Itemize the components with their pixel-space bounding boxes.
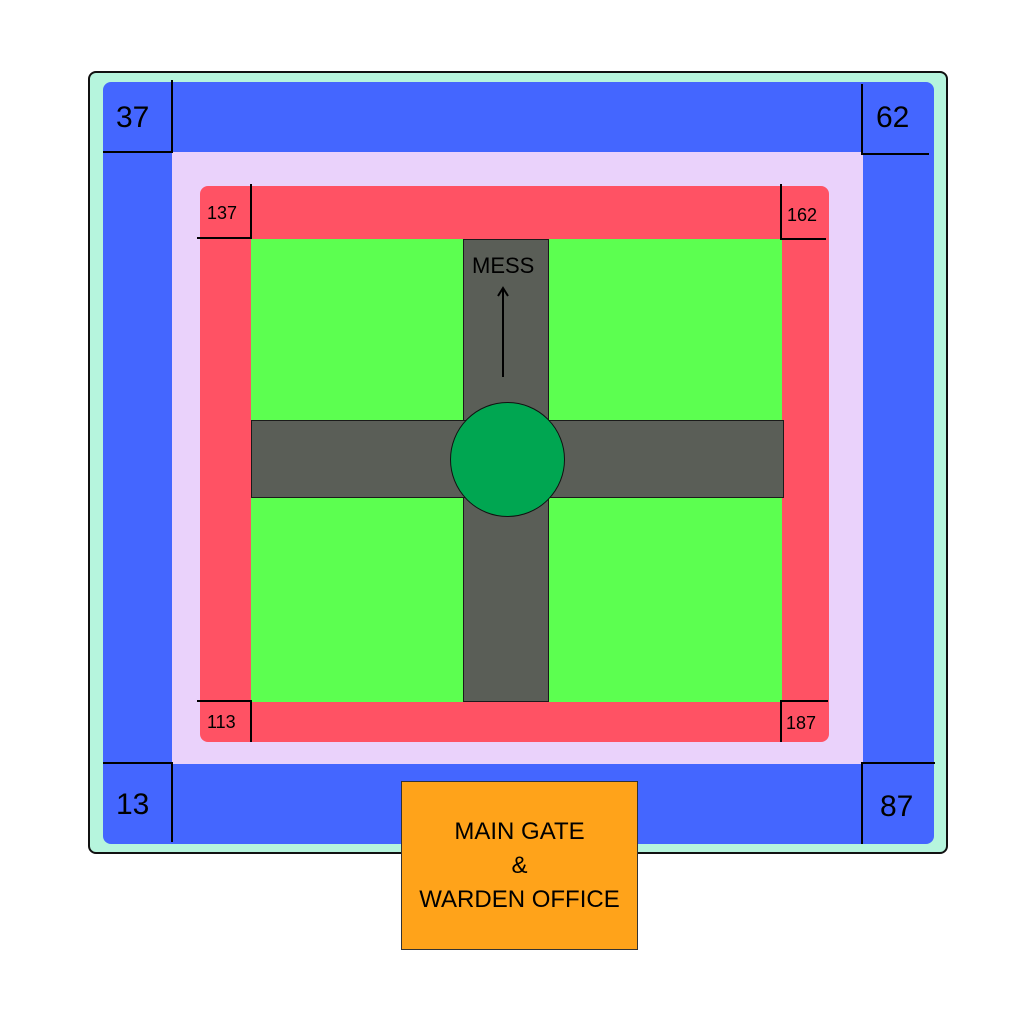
main-gate-block: MAIN GATE & WARDEN OFFICE xyxy=(401,781,638,950)
gate-label-line3: WARDEN OFFICE xyxy=(419,885,620,913)
up-arrow-icon xyxy=(497,286,509,377)
room-divider xyxy=(861,762,863,844)
room-divider xyxy=(250,700,252,742)
room-divider xyxy=(780,700,828,702)
room-number-inner-bottom-right: 187 xyxy=(786,713,817,733)
room-divider xyxy=(103,762,173,764)
room-divider xyxy=(171,762,173,842)
room-number-inner-top-left: 137 xyxy=(207,203,238,223)
room-divider xyxy=(861,153,929,155)
room-divider xyxy=(780,184,782,239)
room-divider xyxy=(780,700,782,742)
gate-label-line2: & xyxy=(511,851,528,879)
room-divider xyxy=(250,184,252,239)
room-number-top-right: 62 xyxy=(876,101,910,134)
mess-label: MESS xyxy=(472,253,535,278)
room-divider xyxy=(861,762,935,764)
room-divider xyxy=(197,700,251,702)
gate-label-line1: MAIN GATE xyxy=(454,817,585,845)
room-divider xyxy=(861,84,863,154)
room-divider xyxy=(171,80,173,153)
room-number-bottom-left: 13 xyxy=(116,788,150,821)
room-number-bottom-right: 87 xyxy=(880,790,914,823)
center-roundabout xyxy=(450,402,565,517)
room-number-inner-top-right: 162 xyxy=(787,205,818,225)
room-divider xyxy=(103,151,173,153)
room-number-top-left: 37 xyxy=(116,101,150,134)
room-divider xyxy=(197,237,251,239)
room-number-inner-bottom-left: 113 xyxy=(207,712,236,732)
room-divider xyxy=(780,238,826,240)
